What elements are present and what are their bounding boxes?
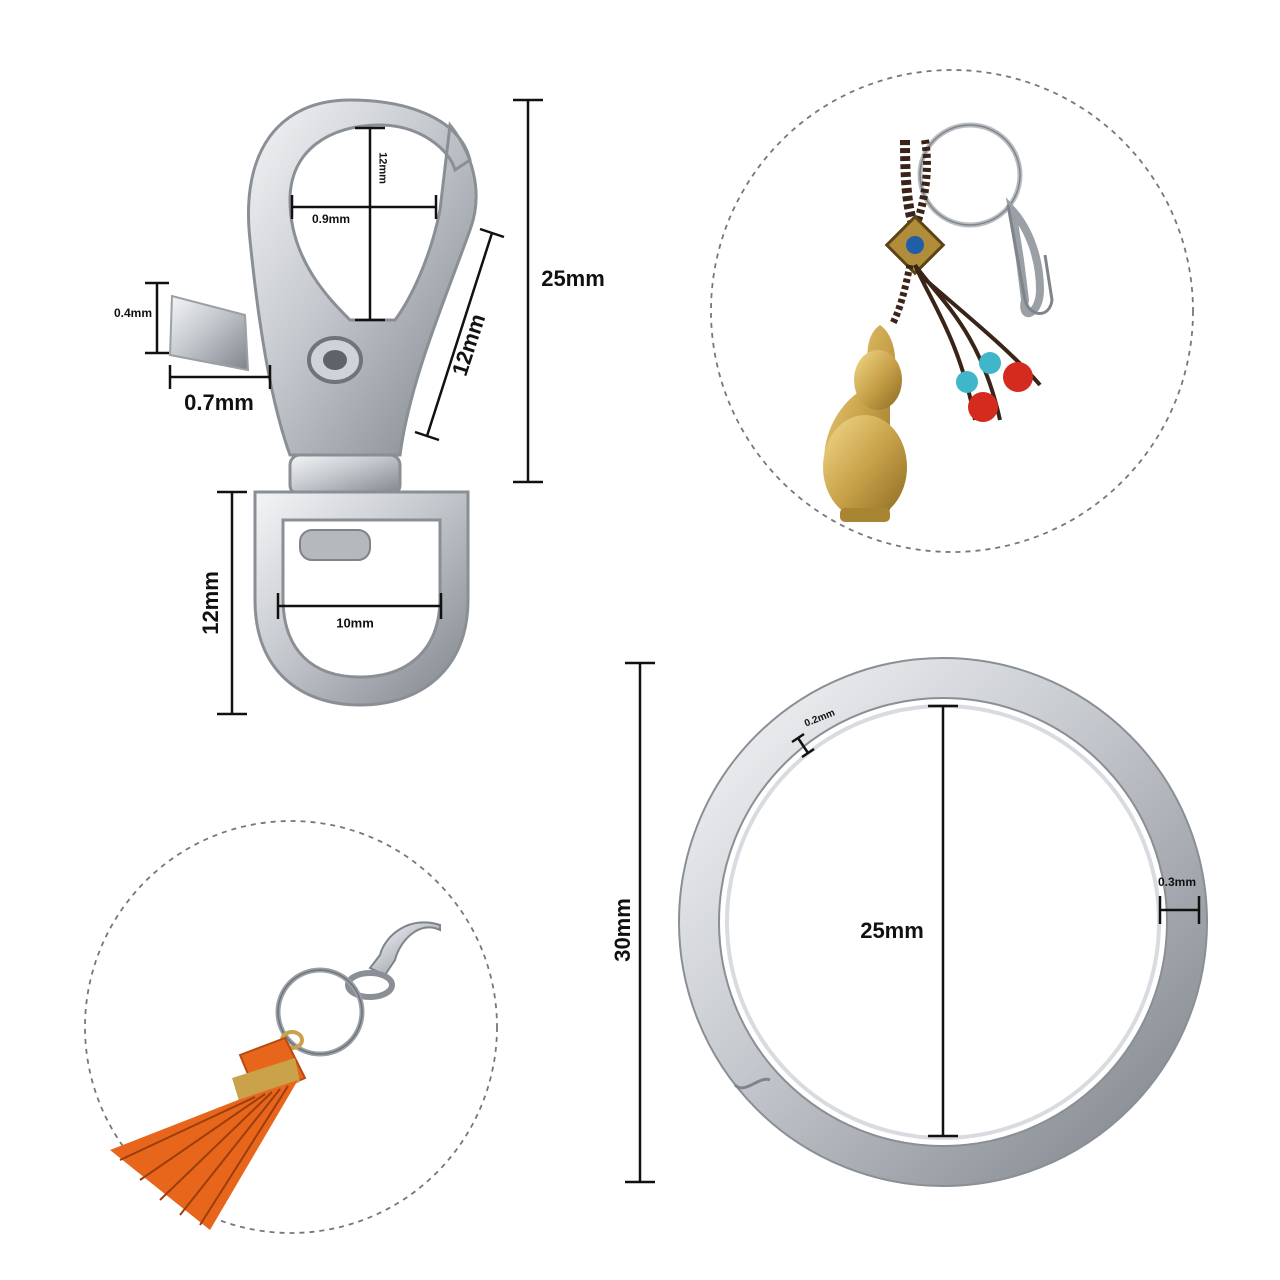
clasp-swivel [288, 453, 402, 497]
clasp-opening-height-label: 12mm [376, 152, 389, 184]
clasp-dimension-lines [145, 98, 543, 716]
clasp-loop-height-label: 12mm [198, 571, 223, 635]
clasp-tab-thickness-label: 0.4mm [113, 306, 153, 320]
tassel-keychain-frame [84, 820, 498, 1234]
clasp-opening-width-label: 0.9mm [311, 212, 351, 226]
lobster-clasp-icon [168, 98, 478, 707]
clasp-body [247, 98, 478, 457]
clasp-loop-pin [299, 529, 371, 561]
clasp-total-length-label: 25mm [541, 266, 605, 291]
tassel-keychain-icon [110, 921, 441, 1230]
gourd-keychain-frame [710, 69, 1194, 553]
ring-band-width-label: 0.3mm [1157, 875, 1197, 889]
clasp-loop [253, 490, 470, 707]
clasp-tab [168, 294, 250, 372]
clasp-tab-width-label: 0.7mm [184, 390, 254, 415]
gourd-keychain-icon [823, 122, 1054, 522]
ring-outer-diameter-label: 30mm [610, 898, 635, 962]
clasp-loop-width-label: 10mm [336, 615, 374, 631]
clasp-rivet-hole [323, 350, 347, 370]
ring-dimension-lines [625, 661, 1201, 1184]
ring-inner-diameter-label: 25mm [860, 918, 924, 943]
